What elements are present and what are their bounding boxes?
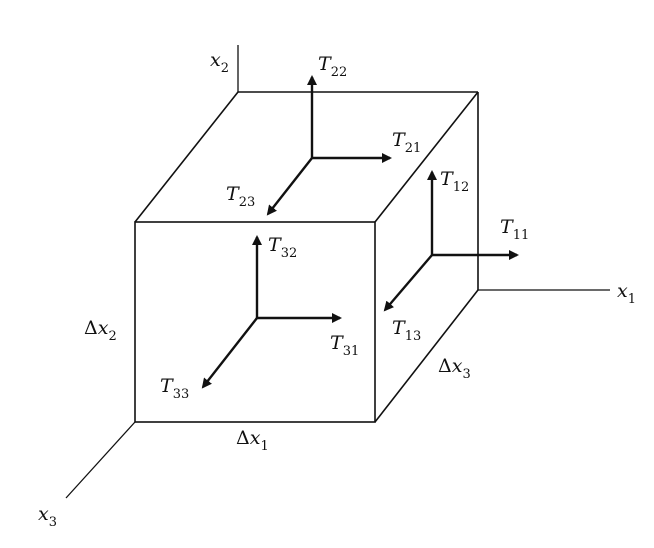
label-T31: T31: [330, 332, 359, 359]
label-T23: T23: [226, 183, 255, 210]
vector-T33: [201, 317, 258, 389]
cube-front-face: [134, 221, 376, 423]
x3-axis-line: [65, 421, 136, 499]
label-T32: T32: [268, 234, 297, 261]
label-T33: T33: [160, 375, 189, 402]
cube-edge-top-left: [134, 91, 239, 223]
label-T21: T21: [392, 129, 421, 156]
label-dx2: Δx2: [84, 317, 117, 344]
label-T13: T13: [392, 317, 421, 344]
label-T22: T22: [318, 53, 347, 80]
vector-T23: [266, 157, 313, 216]
label-dx1: Δx1: [236, 427, 269, 454]
vector-T13: [383, 254, 433, 312]
cube-edge-right-bottom: [374, 289, 479, 423]
label-T12: T12: [440, 168, 469, 195]
cube-edge-top-right: [374, 91, 479, 223]
label-x2: x2: [210, 49, 229, 76]
label-dx3: Δx3: [438, 355, 471, 382]
label-x3: x3: [38, 503, 57, 530]
label-x1: x1: [617, 280, 636, 307]
label-T11: T11: [500, 216, 529, 243]
